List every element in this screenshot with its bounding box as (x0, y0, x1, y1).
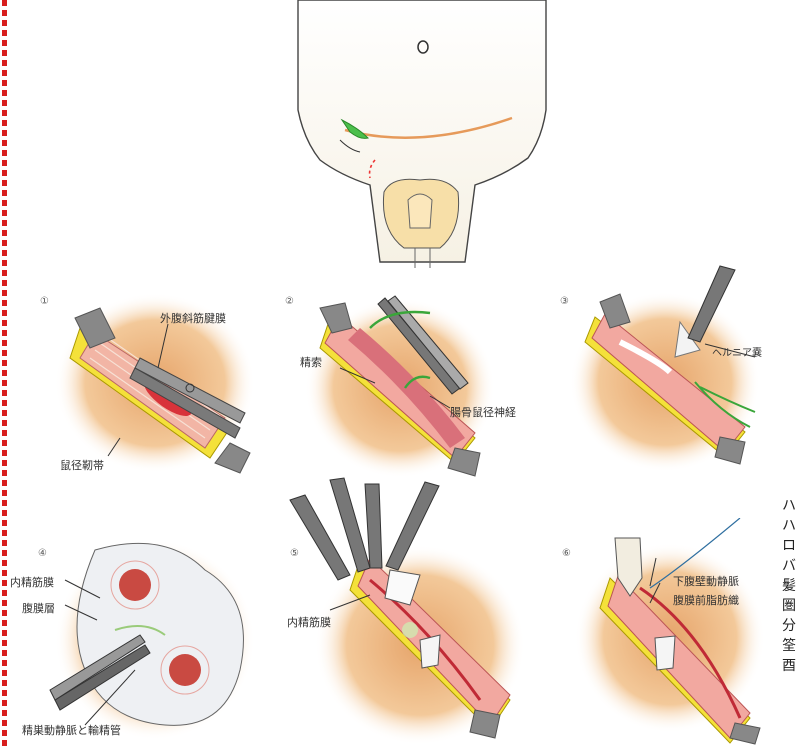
step-2-number: ② (285, 296, 294, 307)
step-1-number: ① (40, 296, 49, 307)
step-4-label-2: 腹膜層 (22, 600, 55, 616)
step-4-illustration (25, 520, 270, 745)
step-4-number: ④ (38, 548, 47, 559)
step-1-label-1: 外腹斜筋腱膜 (160, 310, 226, 326)
step-2-illustration (290, 288, 530, 478)
step-4-label-1: 内精筋膜 (10, 574, 54, 590)
step-6-illustration (560, 518, 790, 746)
step-6-label-2: 腹膜前脂肪織 (673, 592, 739, 608)
step-5-illustration (280, 470, 550, 745)
step-3-illustration (560, 262, 798, 477)
step-5-label-1: 内精筋膜 (287, 614, 331, 630)
step-6-number: ⑥ (562, 548, 571, 559)
step-2-label-2: 腸骨鼠径神経 (450, 404, 516, 420)
step-3-number: ③ (560, 296, 569, 307)
right-edge-text-fragment: ハハロバ髪圏 分筌酉 (782, 496, 796, 746)
dotted-red-border (2, 0, 7, 749)
step-2-label-1: 精索 (300, 354, 322, 370)
step-3-label-1: ヘルニア嚢 (712, 344, 762, 359)
step-5-number: ⑤ (290, 548, 299, 559)
abdomen-illustration (280, 0, 560, 270)
step-4-label-3: 精巣動静脈と輸精管 (22, 722, 121, 738)
step-6-label-1: 下腹壁動静脈 (673, 573, 739, 589)
step-1-illustration (40, 288, 270, 478)
step-1-label-2: 鼠径靭帯 (60, 457, 104, 473)
